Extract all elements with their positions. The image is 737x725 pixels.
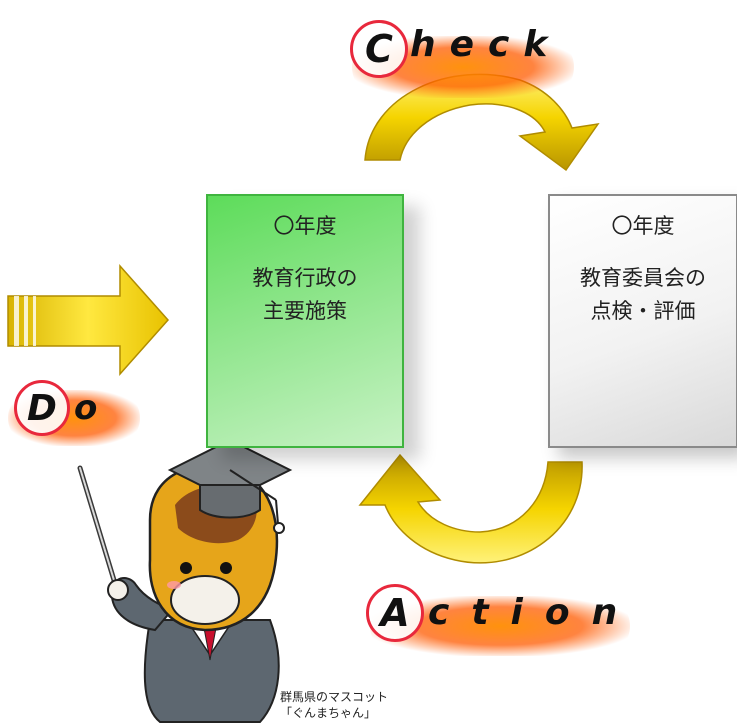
evaluation-box: 〇年度 教育委員会の 点検・評価 (548, 194, 737, 448)
do-rest: o (74, 388, 112, 428)
action-rest: ction (428, 592, 640, 633)
mascot-caption: 群馬県のマスコット 「ぐんまちゃん」 (280, 690, 389, 720)
check-rest: heck (410, 24, 562, 65)
check-initial: C (350, 20, 408, 78)
action-initial: A (366, 584, 424, 642)
do-initial: D (14, 380, 70, 436)
mascot-illustration (77, 438, 293, 723)
policy-year: 〇年度 (273, 214, 337, 238)
evaluation-text: 教育委員会の 点検・評価 (580, 266, 706, 323)
action-arrow (358, 453, 583, 564)
evaluation-year: 〇年度 (611, 214, 675, 238)
do-arrow (7, 264, 170, 376)
policy-box: 〇年度 教育行政の 主要施策 (206, 194, 404, 448)
policy-text: 教育行政の 主要施策 (252, 266, 358, 323)
